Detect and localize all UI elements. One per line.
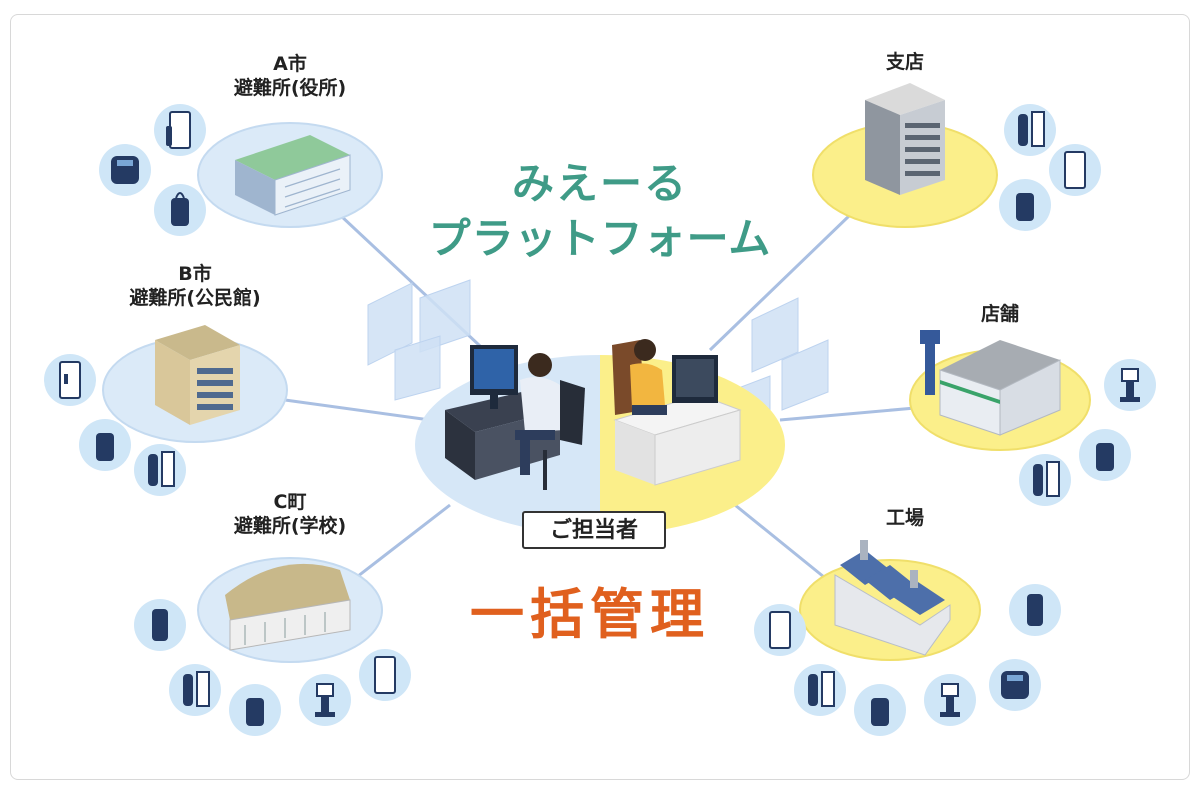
bulk-management-title: 一括管理 <box>470 583 710 646</box>
node-label-branch: 支店 <box>885 51 924 73</box>
gas-cylinder-icon <box>134 444 186 496</box>
refrigerator-icon <box>1049 144 1101 196</box>
dispenser-icon <box>154 184 206 236</box>
robot-icon <box>299 674 351 726</box>
person-in-charge-label: ご担当者 <box>522 511 666 549</box>
gas-cylinder-icon <box>169 664 221 716</box>
platform-title-line2: プラットフォーム <box>428 214 772 263</box>
panel <box>751 297 799 373</box>
dispenser-icon <box>79 419 131 471</box>
dispenser-icon <box>1079 429 1131 481</box>
line-b <box>284 398 431 422</box>
gas-cylinder-icon <box>794 664 846 716</box>
refrigerator-icon <box>359 649 411 701</box>
node-label-c: C町 避難所(学校) <box>233 491 347 537</box>
line-branch <box>708 213 852 352</box>
robot-icon <box>1009 584 1061 636</box>
device-icons <box>44 104 1156 736</box>
gas-cylinder-icon <box>1019 454 1071 506</box>
node-branch <box>812 83 998 228</box>
node-label-a: A市 避難所(役所) <box>233 53 347 99</box>
line-a <box>338 213 497 362</box>
gas-cylinder-icon <box>1004 104 1056 156</box>
robot-icon <box>989 659 1041 711</box>
panel <box>419 279 471 353</box>
panel <box>394 335 441 401</box>
node-store <box>909 330 1091 451</box>
male-operator <box>515 353 585 490</box>
operator-platform <box>415 339 785 535</box>
node-label-b: B市 避難所(公民館) <box>129 263 261 309</box>
white-desk <box>613 355 742 486</box>
robot-icon <box>924 674 976 726</box>
dispenser-icon <box>999 179 1051 231</box>
female-operator <box>612 339 667 415</box>
data-panels <box>367 279 829 437</box>
panel <box>367 282 413 366</box>
node-factory <box>799 540 981 661</box>
node-b <box>102 325 288 443</box>
node-label-factory: 工場 <box>885 507 924 529</box>
dispenser-icon <box>229 684 281 736</box>
refrigerator-icon <box>754 604 806 656</box>
panel <box>781 339 829 411</box>
robot-icon <box>134 599 186 651</box>
platform-title-line1: みえーる <box>511 159 688 208</box>
refrigerator-icon <box>44 354 96 406</box>
refrigerator-icon <box>154 104 206 156</box>
node-label-store: 店舗 <box>980 303 1019 325</box>
dispenser-icon <box>854 684 906 736</box>
robot-icon <box>99 144 151 196</box>
line-store <box>779 406 916 422</box>
node-a <box>197 122 383 228</box>
node-c <box>197 557 383 663</box>
robot-icon <box>1104 359 1156 411</box>
